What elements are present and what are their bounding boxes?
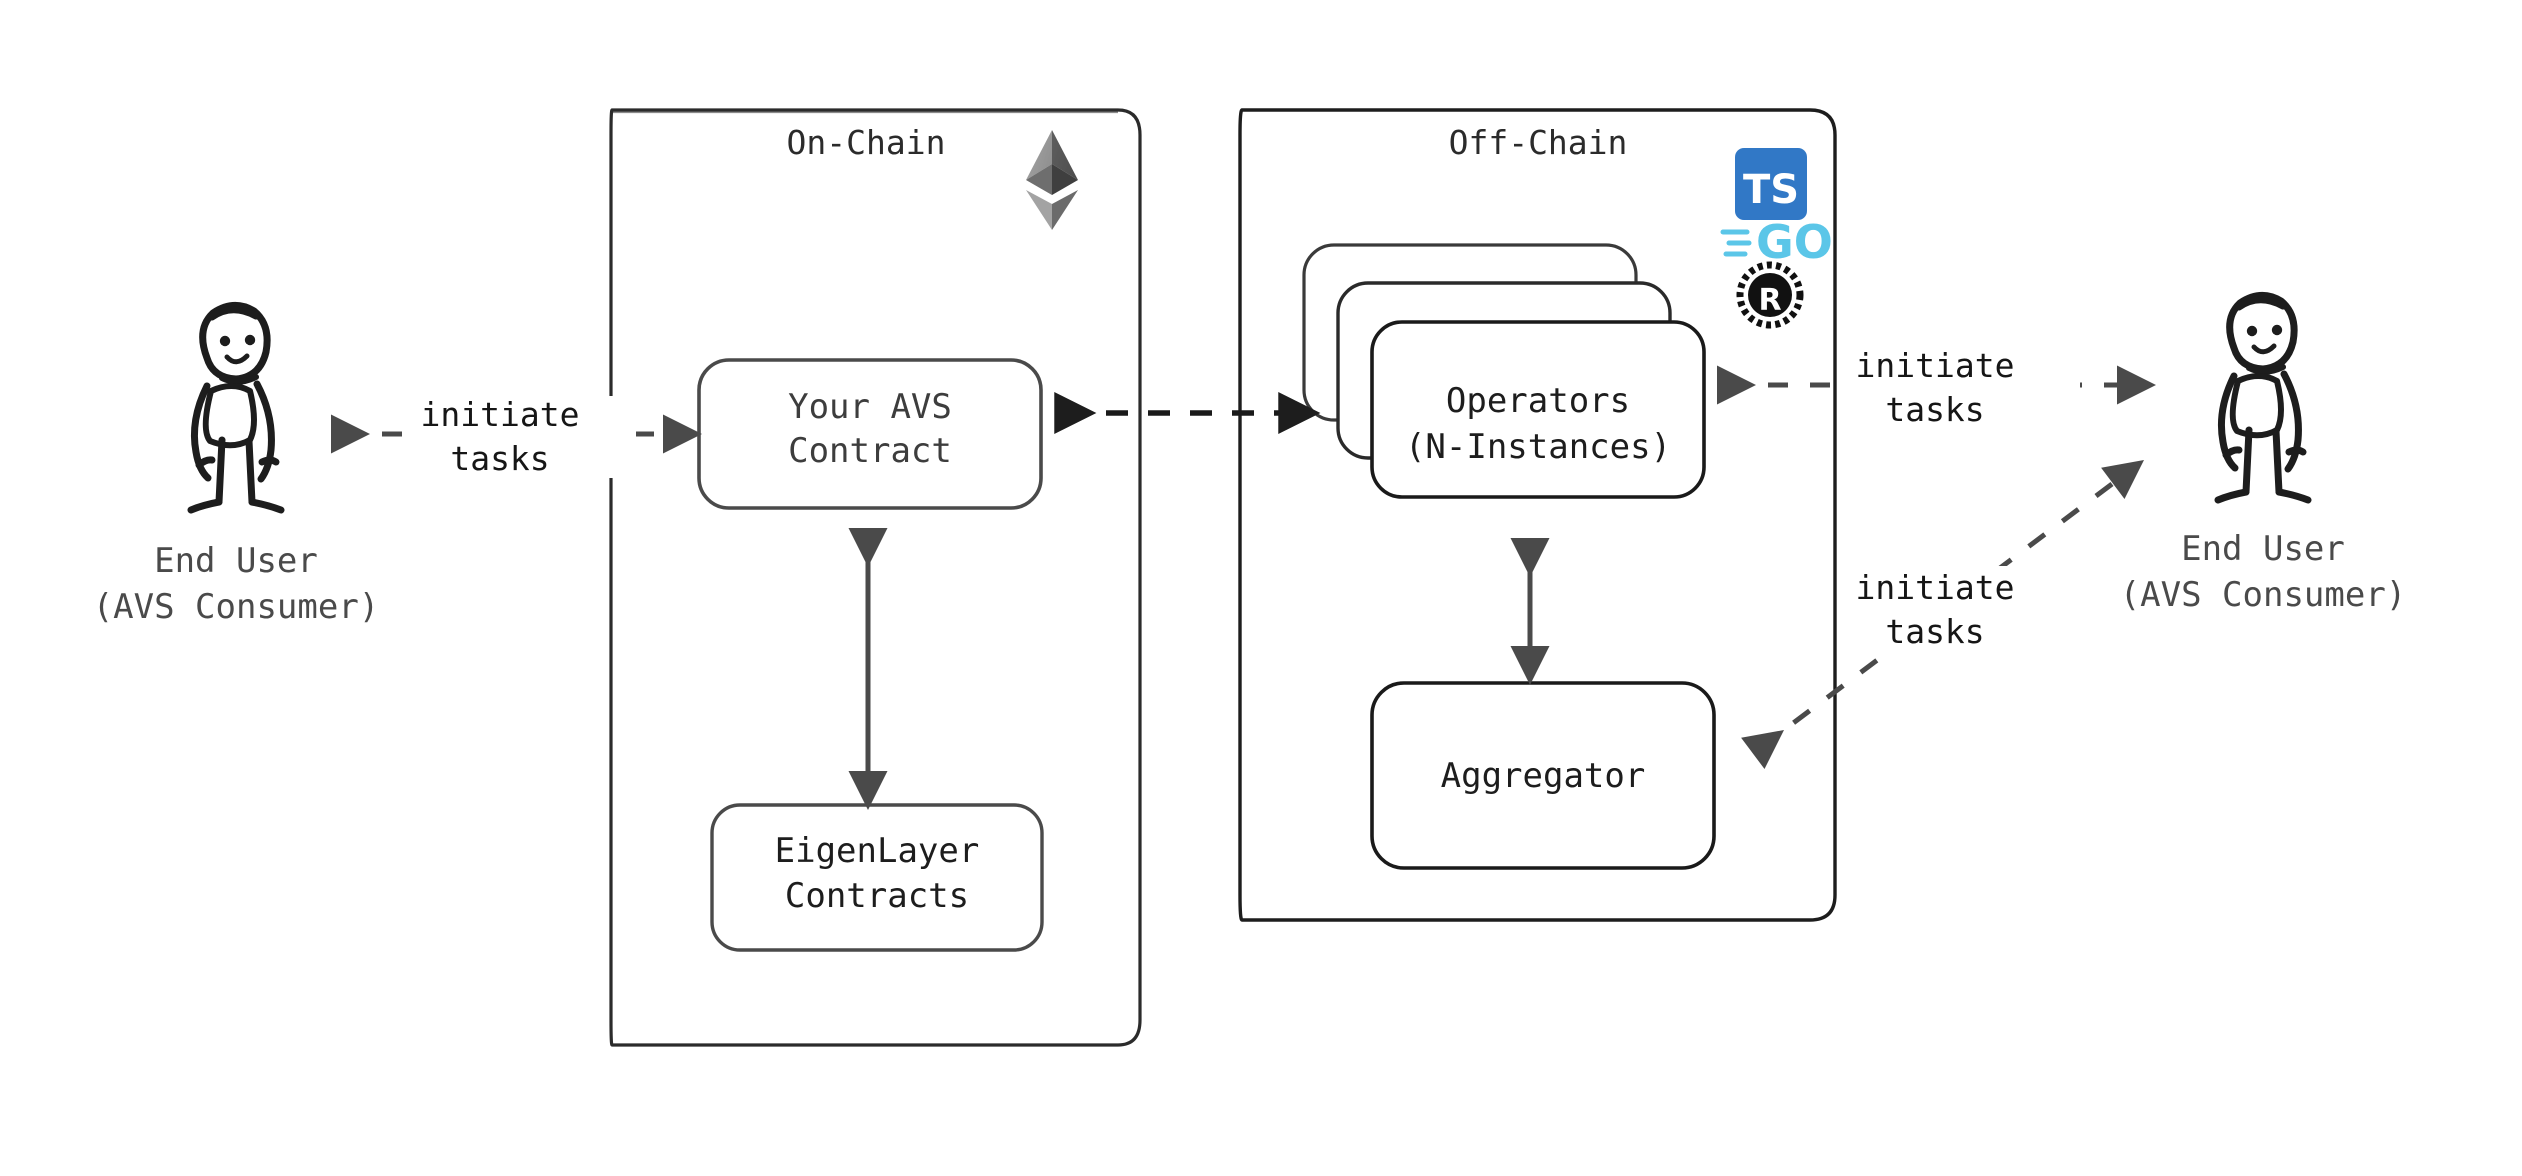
operators-line2: (N-Instances)	[1405, 427, 1671, 467]
edge-aggregator-user-right-line1: initiate	[1856, 568, 2015, 607]
edge-user-left-avs-line2: tasks	[450, 439, 549, 478]
your-avs-contract-line1: Your AVS	[788, 387, 952, 427]
operators-box-front[interactable]	[1370, 320, 1706, 499]
aggregator-label: Aggregator	[1441, 756, 1646, 796]
actor-end-user-left[interactable]: End User (AVS Consumer)	[93, 302, 380, 627]
typescript-logo-text: TS	[1743, 167, 1799, 213]
edge-aggregator-to-user-right: initiate tasks	[1741, 460, 2144, 770]
on-chain-title: On-Chain	[787, 123, 946, 162]
actor-end-user-right[interactable]: End User (AVS Consumer)	[2120, 292, 2407, 615]
end-user-left-line2: (AVS Consumer)	[93, 587, 380, 627]
node-eigenlayer-contracts[interactable]: EigenLayer Contracts	[710, 803, 1044, 952]
typescript-logo: TS	[1735, 148, 1807, 220]
node-your-avs-contract[interactable]: Your AVS Contract	[697, 358, 1043, 510]
go-logo-text: GO	[1756, 215, 1833, 269]
edge-operators-user-right-line1: initiate	[1856, 346, 2015, 385]
end-user-right-line2: (AVS Consumer)	[2120, 575, 2407, 615]
edge-operators-user-right-line2: tasks	[1885, 390, 1984, 429]
your-avs-contract-line2: Contract	[788, 431, 952, 471]
rust-logo-gear	[1736, 261, 1804, 329]
edge-aggregator-user-right-label-bg	[1838, 566, 2080, 652]
eigenlayer-contracts-line1: EigenLayer	[775, 831, 980, 871]
edge-aggregator-user-right-line2: tasks	[1885, 612, 1984, 651]
edge-user-left-avs-label-bg	[404, 396, 636, 478]
operators-line1: Operators	[1446, 381, 1630, 421]
node-aggregator[interactable]: Aggregator	[1370, 681, 1716, 870]
end-user-right-figure	[2214, 292, 2312, 504]
rust-logo-disc	[1748, 273, 1792, 317]
eigenlayer-contracts-line2: Contracts	[785, 876, 969, 916]
rust-logo-text: R	[1758, 283, 1781, 318]
end-user-right-line1: End User	[2181, 529, 2345, 569]
end-user-left-line1: End User	[154, 541, 318, 581]
end-user-left-figure	[187, 302, 285, 514]
node-operators[interactable]: Operators (N-Instances)	[1302, 243, 1706, 499]
typescript-logo-bg	[1735, 148, 1807, 220]
edge-user-left-to-avs: initiate tasks	[330, 395, 702, 478]
go-logo: GO	[1720, 215, 1833, 269]
rust-logo: R	[1736, 261, 1804, 329]
ethereum-logo	[1026, 130, 1078, 230]
edge-user-left-avs-line1: initiate	[421, 395, 580, 434]
edge-operators-to-user-right: initiate tasks	[1716, 346, 2156, 430]
edge-operators-user-right-label-bg	[1838, 346, 2080, 430]
off-chain-title: Off-Chain	[1449, 123, 1628, 162]
